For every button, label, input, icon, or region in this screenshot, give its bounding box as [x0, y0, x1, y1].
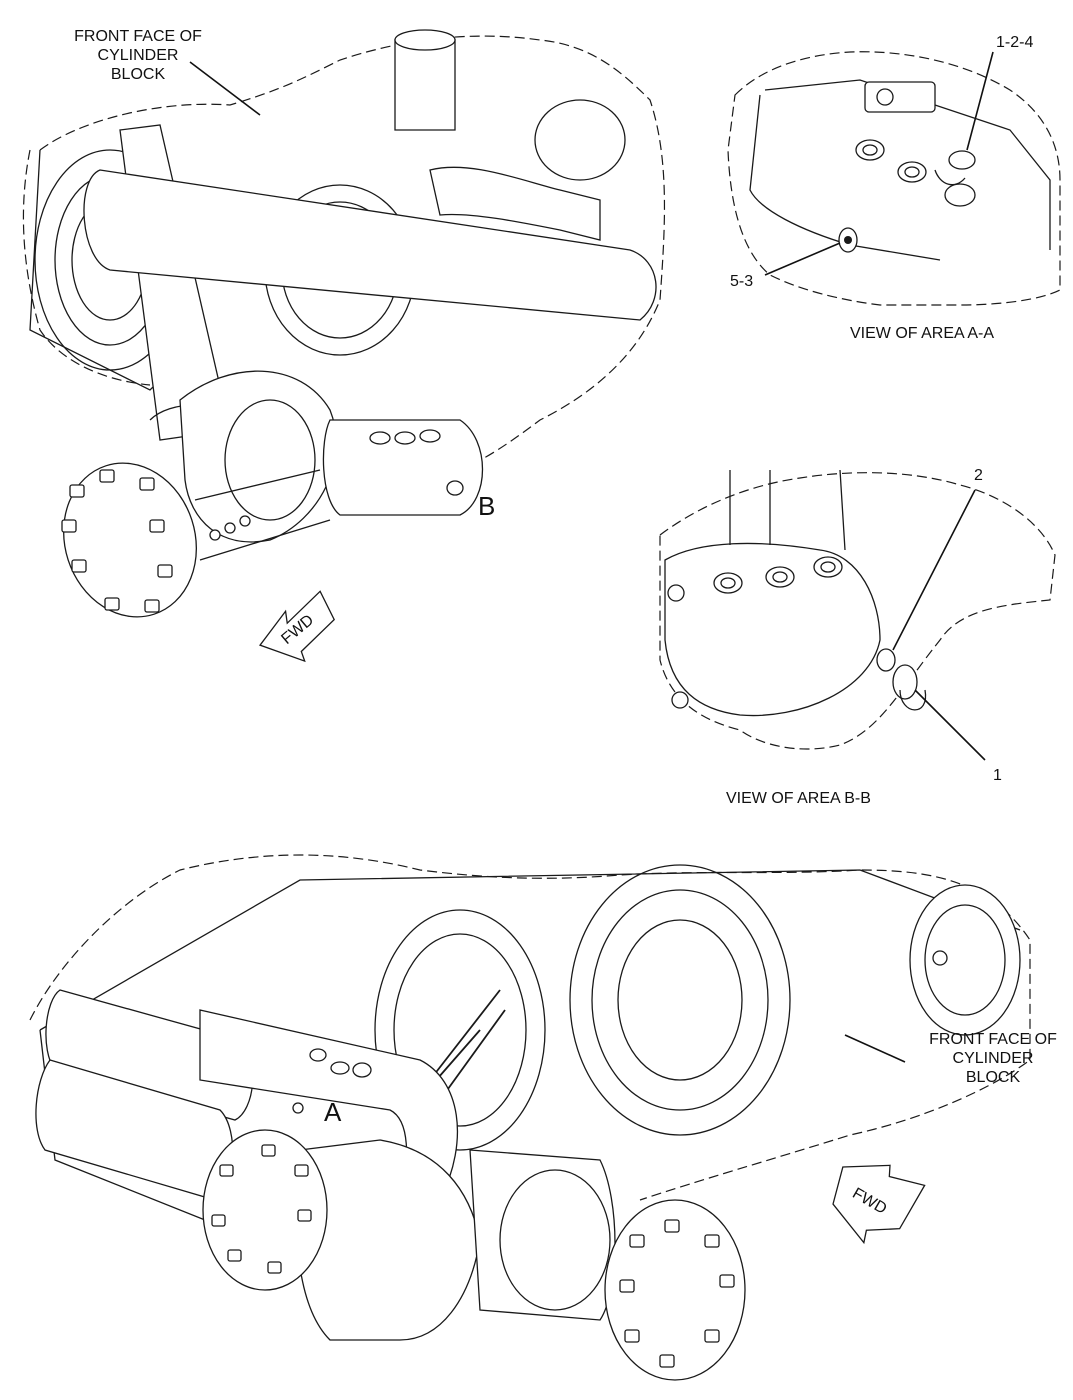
front-face-line-2: CYLINDER: [952, 1050, 1034, 1067]
callout-2: 2: [974, 467, 983, 484]
callout-5-3: 5-3: [730, 273, 754, 290]
front-face-label-upper: FRONT FACE OF CYLINDER BLOCK: [58, 27, 218, 84]
upper-engine-view: FWD: [22, 29, 666, 663]
front-face-line-3: BLOCK: [110, 66, 166, 83]
front-face-line-2: CYLINDER: [97, 47, 179, 64]
front-face-label-lower: FRONT FACE OF CYLINDER BLOCK: [913, 1030, 1073, 1087]
view-b-caption: VIEW OF AREA B-B: [726, 790, 871, 807]
area-marker-b: B: [478, 491, 496, 521]
fwd-arrow-upper: FWD: [258, 590, 335, 663]
callout-1-2-4: 1-2-4: [996, 34, 1034, 51]
front-face-line-1: FRONT FACE OF: [929, 1031, 1057, 1048]
view-a-detail: [727, 51, 1061, 306]
front-face-line-1: FRONT FACE OF: [74, 28, 202, 45]
callout-1: 1: [993, 767, 1002, 784]
fwd-arrow-lower: FWD: [832, 1164, 926, 1245]
view-b-detail: [659, 469, 1056, 761]
area-marker-a: A: [324, 1097, 342, 1127]
lower-engine-view: FWD: [29, 854, 1031, 1381]
front-face-line-3: BLOCK: [965, 1069, 1021, 1086]
view-a-caption: VIEW OF AREA A-A: [850, 325, 995, 342]
